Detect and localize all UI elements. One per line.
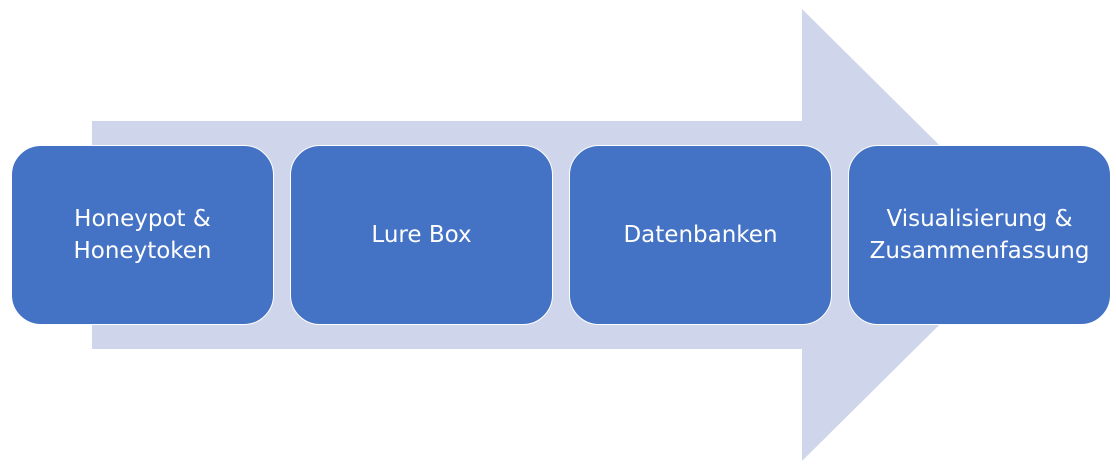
step-box-datenbanken: Datenbanken (569, 145, 832, 325)
step-label-honeypot: Honeypot & Honeytoken (73, 205, 212, 264)
step-box-visualisierung: Visualisierung & Zusammenfassung (848, 145, 1111, 325)
step-box-lure-box: Lure Box (290, 145, 553, 325)
step-label-datenbanken: Datenbanken (623, 221, 778, 248)
step-label-visualisierung: Visualisierung & Zusammenfassung (869, 205, 1090, 264)
arrow-shape (92, 9, 1030, 461)
step-box-honeypot: Honeypot & Honeytoken (11, 145, 274, 325)
step-label-lure-box: Lure Box (371, 221, 472, 248)
